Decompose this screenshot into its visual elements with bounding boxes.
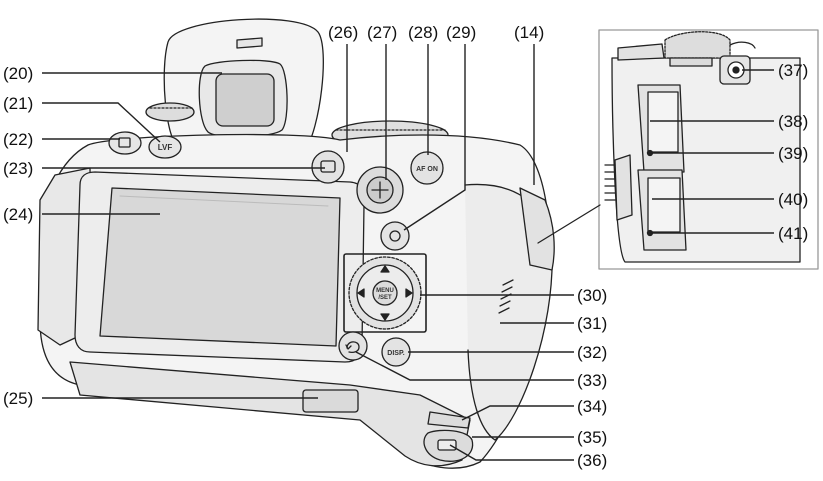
callout-39: (39) (778, 144, 809, 163)
q-button (380, 221, 410, 251)
callout-32: (32) (577, 343, 608, 362)
inset-camera-side (611, 31, 801, 263)
leader-lines (42, 44, 774, 461)
callout-37: (37) (778, 61, 809, 80)
callout-24: (24) (3, 205, 34, 224)
callout-29: (29) (446, 23, 477, 42)
set-button-text: /SET (378, 295, 392, 301)
inset-card-slot-2 (637, 169, 687, 251)
disp-button-text: DISP. (387, 350, 404, 357)
joystick (356, 166, 404, 214)
callout-25: (25) (3, 389, 34, 408)
control-dial (348, 256, 422, 330)
inset-door-hinge (604, 154, 633, 221)
callout-38: (38) (778, 112, 809, 131)
callout-40: (40) (778, 190, 809, 209)
callout-36: (36) (577, 451, 608, 470)
control-dial-box (343, 253, 427, 333)
callout-21: (21) (3, 94, 34, 113)
af-on-button-text: AF ON (416, 166, 438, 173)
cancel-button (338, 331, 368, 361)
lvf-button (148, 135, 182, 159)
callout-30: (30) (577, 286, 608, 305)
monitor-screen (99, 187, 341, 347)
af-on-button (410, 151, 444, 185)
bottom-plate (69, 361, 471, 467)
menu-button-text: MENU (376, 288, 394, 294)
strap-eyelet (423, 429, 474, 462)
card-door (519, 187, 555, 271)
callout-27: (27) (367, 23, 398, 42)
callout-31: (31) (577, 314, 608, 333)
callout-26: (26) (328, 23, 359, 42)
rear-dial-left (145, 102, 195, 122)
callout-23: (23) (3, 159, 34, 178)
lock-lever (427, 411, 471, 429)
callout-41: (41) (778, 224, 809, 243)
callout-28: (28) (408, 23, 439, 42)
callout-14: (14) (514, 23, 545, 42)
callout-22: (22) (3, 130, 34, 149)
battery-door-label (302, 389, 359, 413)
lvf-button-text: LVF (158, 143, 173, 152)
inset-pointer (537, 204, 601, 244)
callout-34: (34) (577, 397, 608, 416)
playback-button (108, 131, 142, 155)
af-mode-button (311, 150, 345, 184)
callout-33: (33) (577, 371, 608, 390)
inset-card-slot-1 (637, 84, 685, 173)
callout-20: (20) (3, 64, 34, 83)
callout-35: (35) (577, 428, 608, 447)
